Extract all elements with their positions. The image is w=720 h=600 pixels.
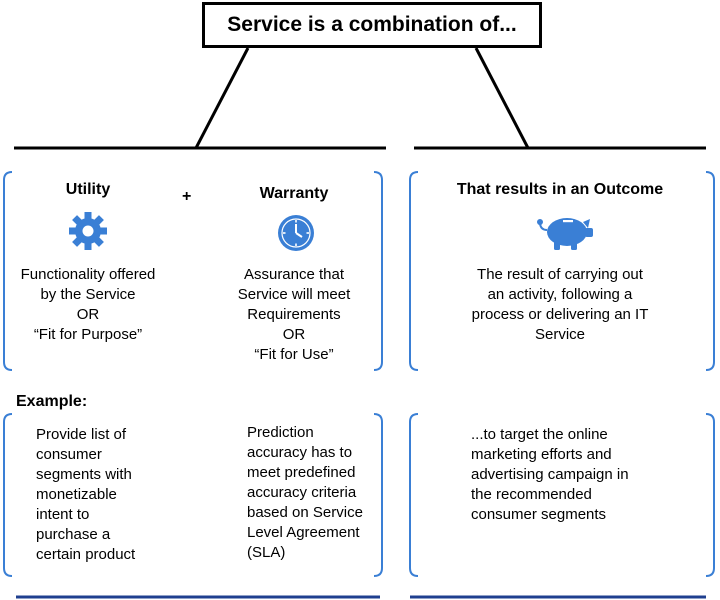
outcome-line: an activity, following a — [487, 286, 633, 303]
warranty-line: “Fit for Use” — [254, 346, 334, 363]
example-outcome-line: consumer segments — [471, 506, 607, 523]
bracket-lower-left-l — [3, 413, 13, 577]
example-utility-line: segments with — [36, 466, 132, 483]
outcome-line: process or delivering an IT — [471, 306, 649, 323]
bracket-upper-left-r — [373, 171, 383, 371]
warranty-heading: Warranty — [259, 185, 329, 202]
warranty-line: Assurance that — [243, 266, 345, 283]
utility-line: Functionality offered — [20, 266, 156, 283]
example-outcome-line: advertising campaign in — [471, 466, 629, 483]
example-warranty-line: meet predefined — [247, 464, 356, 481]
example-warranty-line: (SLA) — [247, 544, 286, 561]
example-utility-line: Provide list of — [36, 426, 127, 443]
utility-description: Functionality offered by the Service OR … — [8, 265, 168, 345]
title-box: Service is a combination of... — [202, 2, 542, 48]
example-outcome: ...to target the online marketing effort… — [471, 425, 701, 525]
example-warranty: Prediction accuracy has to meet predefin… — [247, 423, 377, 563]
outcome-line: The result of carrying out — [477, 266, 643, 283]
example-warranty-line: Prediction — [247, 424, 314, 441]
utility-line: OR — [76, 306, 100, 323]
example-warranty-line: accuracy criteria — [247, 484, 357, 501]
example-warranty-line: Level Agreement — [247, 524, 360, 541]
warranty-line: OR — [282, 326, 306, 343]
connector-left — [194, 47, 250, 149]
example-warranty-line: accuracy has to — [247, 444, 353, 461]
outcome-line: Service — [534, 326, 586, 343]
example-label: Example: — [16, 393, 88, 410]
example-outcome-line: marketing efforts and — [471, 446, 612, 463]
example-utility-line: purchase a — [36, 526, 111, 543]
bracket-lower-right-r — [705, 413, 715, 577]
utility-heading: Utility — [65, 181, 111, 198]
example-outcome-line: the recommended — [471, 486, 592, 503]
piggy-bank-icon — [535, 210, 597, 252]
example-warranty-line: based on Service — [247, 504, 363, 521]
warranty-description: Assurance that Service will meet Require… — [216, 265, 372, 365]
warranty-line: Service will meet — [237, 286, 351, 303]
example-utility: Provide list of consumer segments with m… — [36, 425, 186, 565]
bracket-lower-left-r — [373, 413, 383, 577]
example-utility-line: monetizable — [36, 486, 117, 503]
gear-icon — [68, 211, 108, 251]
bracket-lower-right-l — [409, 413, 419, 577]
example-outcome-line: ...to target the online — [471, 426, 608, 443]
warranty-line: Requirements — [247, 306, 341, 323]
plus-sign: + — [182, 188, 192, 205]
utility-line: “Fit for Purpose” — [33, 326, 143, 343]
title-text: Service is a combination of... — [227, 13, 517, 36]
bracket-upper-left-l — [3, 171, 13, 371]
outcome-description: The result of carrying out an activity, … — [430, 265, 690, 345]
connector-right — [474, 47, 530, 149]
example-utility-line: intent to — [36, 506, 90, 523]
utility-line: by the Service — [40, 286, 136, 303]
clock-icon — [276, 213, 316, 253]
outcome-heading: That results in an Outcome — [456, 181, 664, 198]
bracket-upper-right-r — [705, 171, 715, 371]
example-utility-line: certain product — [36, 546, 136, 563]
bracket-upper-right-l — [409, 171, 419, 371]
example-utility-line: consumer — [36, 446, 102, 463]
